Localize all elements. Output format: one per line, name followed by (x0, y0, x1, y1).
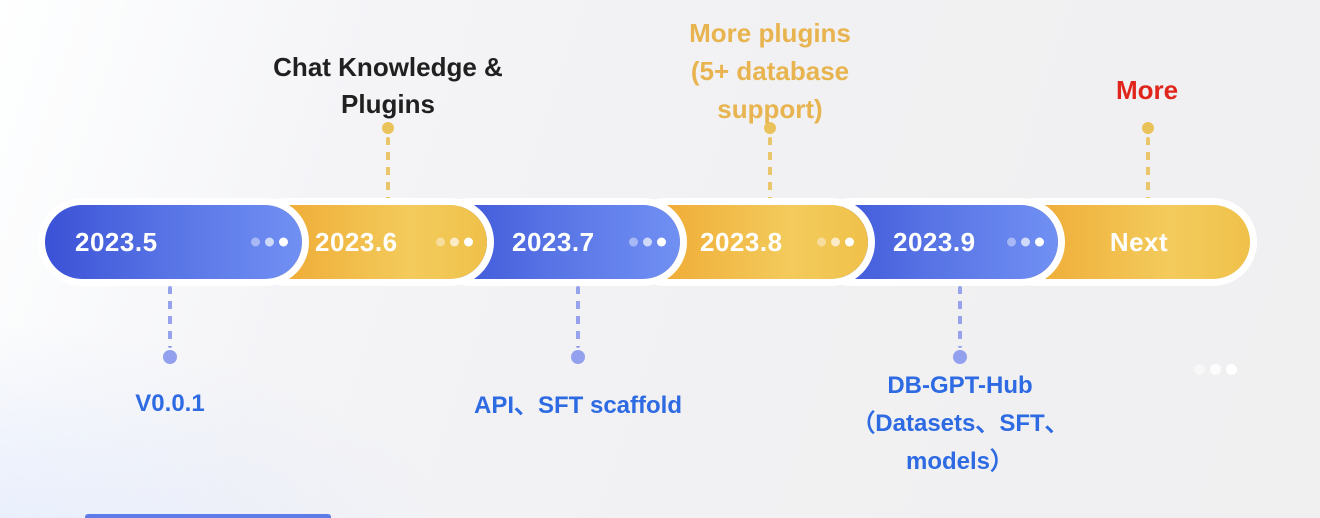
ellipsis-dots-icon (251, 237, 288, 247)
annotation-line: DB-GPT-Hub (887, 372, 1033, 399)
milestone-label: 2023.7 (512, 226, 595, 257)
milestone-label: 2023.5 (75, 226, 158, 257)
milestone-label: 2023.9 (893, 226, 976, 257)
connector-dashed-line (168, 286, 172, 348)
cropped-pill-edge (85, 514, 331, 518)
connector-dot (382, 122, 394, 134)
milestone-label: 2023.6 (315, 226, 398, 257)
connector-dashed-line (958, 286, 962, 348)
ellipsis-dots-icon (436, 237, 473, 247)
connector-dot (1142, 122, 1154, 134)
connector-dashed-line (386, 137, 390, 203)
connector-dot (953, 350, 967, 364)
connector-dot (571, 350, 585, 364)
background-ellipsis-dots (1194, 364, 1237, 375)
connector-dashed-line (576, 286, 580, 348)
annotation-line: Chat Knowledge & (273, 52, 503, 82)
milestone-label: Next (1109, 226, 1169, 257)
annotation-line: (5+ database (690, 56, 850, 86)
annotation-line: More (1115, 75, 1179, 105)
annotation-line: Plugins (341, 89, 435, 119)
connector-dashed-line (768, 137, 772, 203)
connector-dashed-line (1146, 137, 1150, 203)
annotation-line: （Datasets、SFT、 (851, 410, 1069, 437)
milestone-pill-2023-7: 2023.7 (434, 205, 680, 279)
milestone-pill-2023-5: 2023.5 (45, 205, 302, 279)
annotation-line: API、SFT scaffold (473, 392, 683, 419)
connector-dot (764, 122, 776, 134)
annotation-chat-knowledge-plugins: Chat Knowledge & Plugins (238, 49, 538, 123)
annotation-db-gpt-hub: DB-GPT-Hub （Datasets、SFT、 models） (790, 367, 1130, 481)
annotation-line: More plugins (689, 18, 851, 48)
annotation-v001: V0.0.1 (70, 385, 270, 423)
annotation-api-sft-scaffold: API、SFT scaffold (428, 387, 728, 425)
annotation-more-plugins: More plugins (5+ database support) (620, 14, 920, 128)
ellipsis-dots-icon (1007, 237, 1044, 247)
annotation-line: V0.0.1 (135, 390, 205, 417)
connector-dot (163, 350, 177, 364)
annotation-line: models） (905, 448, 1015, 475)
annotation-line: support) (717, 94, 823, 124)
milestone-label: 2023.8 (700, 226, 783, 257)
annotation-more: More (1047, 74, 1247, 106)
ellipsis-dots-icon (817, 237, 854, 247)
ellipsis-dots-icon (629, 237, 666, 247)
